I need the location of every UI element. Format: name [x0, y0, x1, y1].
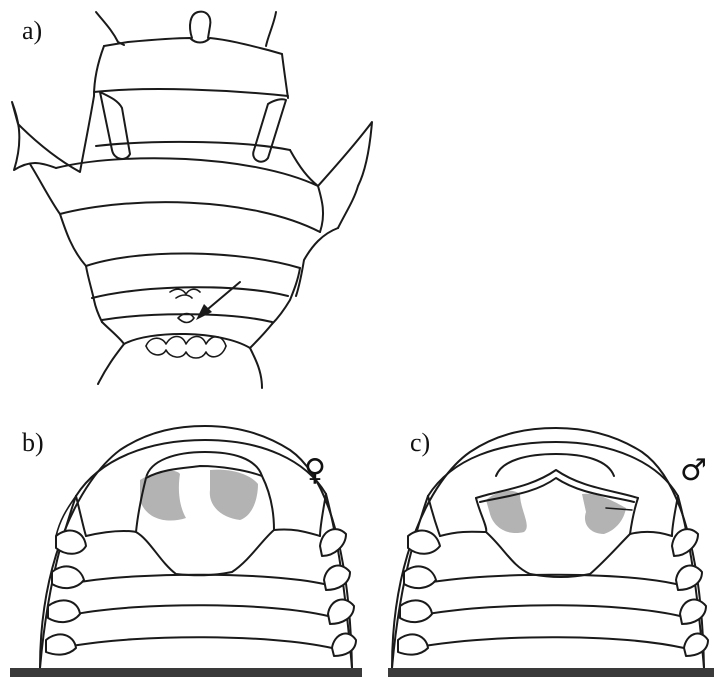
- panel-b-base-bar: [10, 668, 362, 677]
- panel-a-segment-3: [56, 158, 318, 186]
- panel-c-base-bar: [388, 668, 714, 677]
- panel-a-right-rod: [253, 99, 286, 161]
- panel-a-segment-1: [94, 89, 288, 96]
- panel-b-label: b): [22, 430, 44, 456]
- panel-a-central-lobe: [190, 12, 210, 38]
- panel-a-segment-5: [86, 253, 300, 268]
- panel-a-right-epimeron: [290, 122, 372, 228]
- panel-a-mark-left: [170, 289, 200, 294]
- panel-c-segment-4: [424, 637, 684, 648]
- panel-a-telson: [124, 334, 250, 348]
- male-symbol: ♂: [680, 456, 707, 486]
- panel-a-head-front: [104, 38, 282, 54]
- panel-a-left-rod: [100, 92, 130, 159]
- panel-b-shading-right: [210, 470, 258, 520]
- panel-a-pleon-dorsal-view: [12, 12, 372, 388]
- panel-c-segment-3: [428, 605, 680, 616]
- panel-b-segment-4: [72, 637, 332, 648]
- panel-a-segment-7: [102, 314, 272, 322]
- panel-b-segment-3: [76, 605, 328, 616]
- panel-a-segment-2: [96, 142, 290, 150]
- panel-c-male-ventral: [388, 428, 714, 677]
- panel-c-label: c): [410, 430, 430, 456]
- panel-a-right-appendage-top: [266, 12, 276, 46]
- panel-a-segment-4: [60, 202, 320, 232]
- female-symbol: ♀: [304, 456, 326, 486]
- panel-b-segment-1: [86, 531, 136, 536]
- panel-a-label: a): [22, 18, 42, 44]
- panel-a-left-appendage-top: [96, 12, 124, 45]
- panel-a-left-epimeron: [12, 96, 94, 172]
